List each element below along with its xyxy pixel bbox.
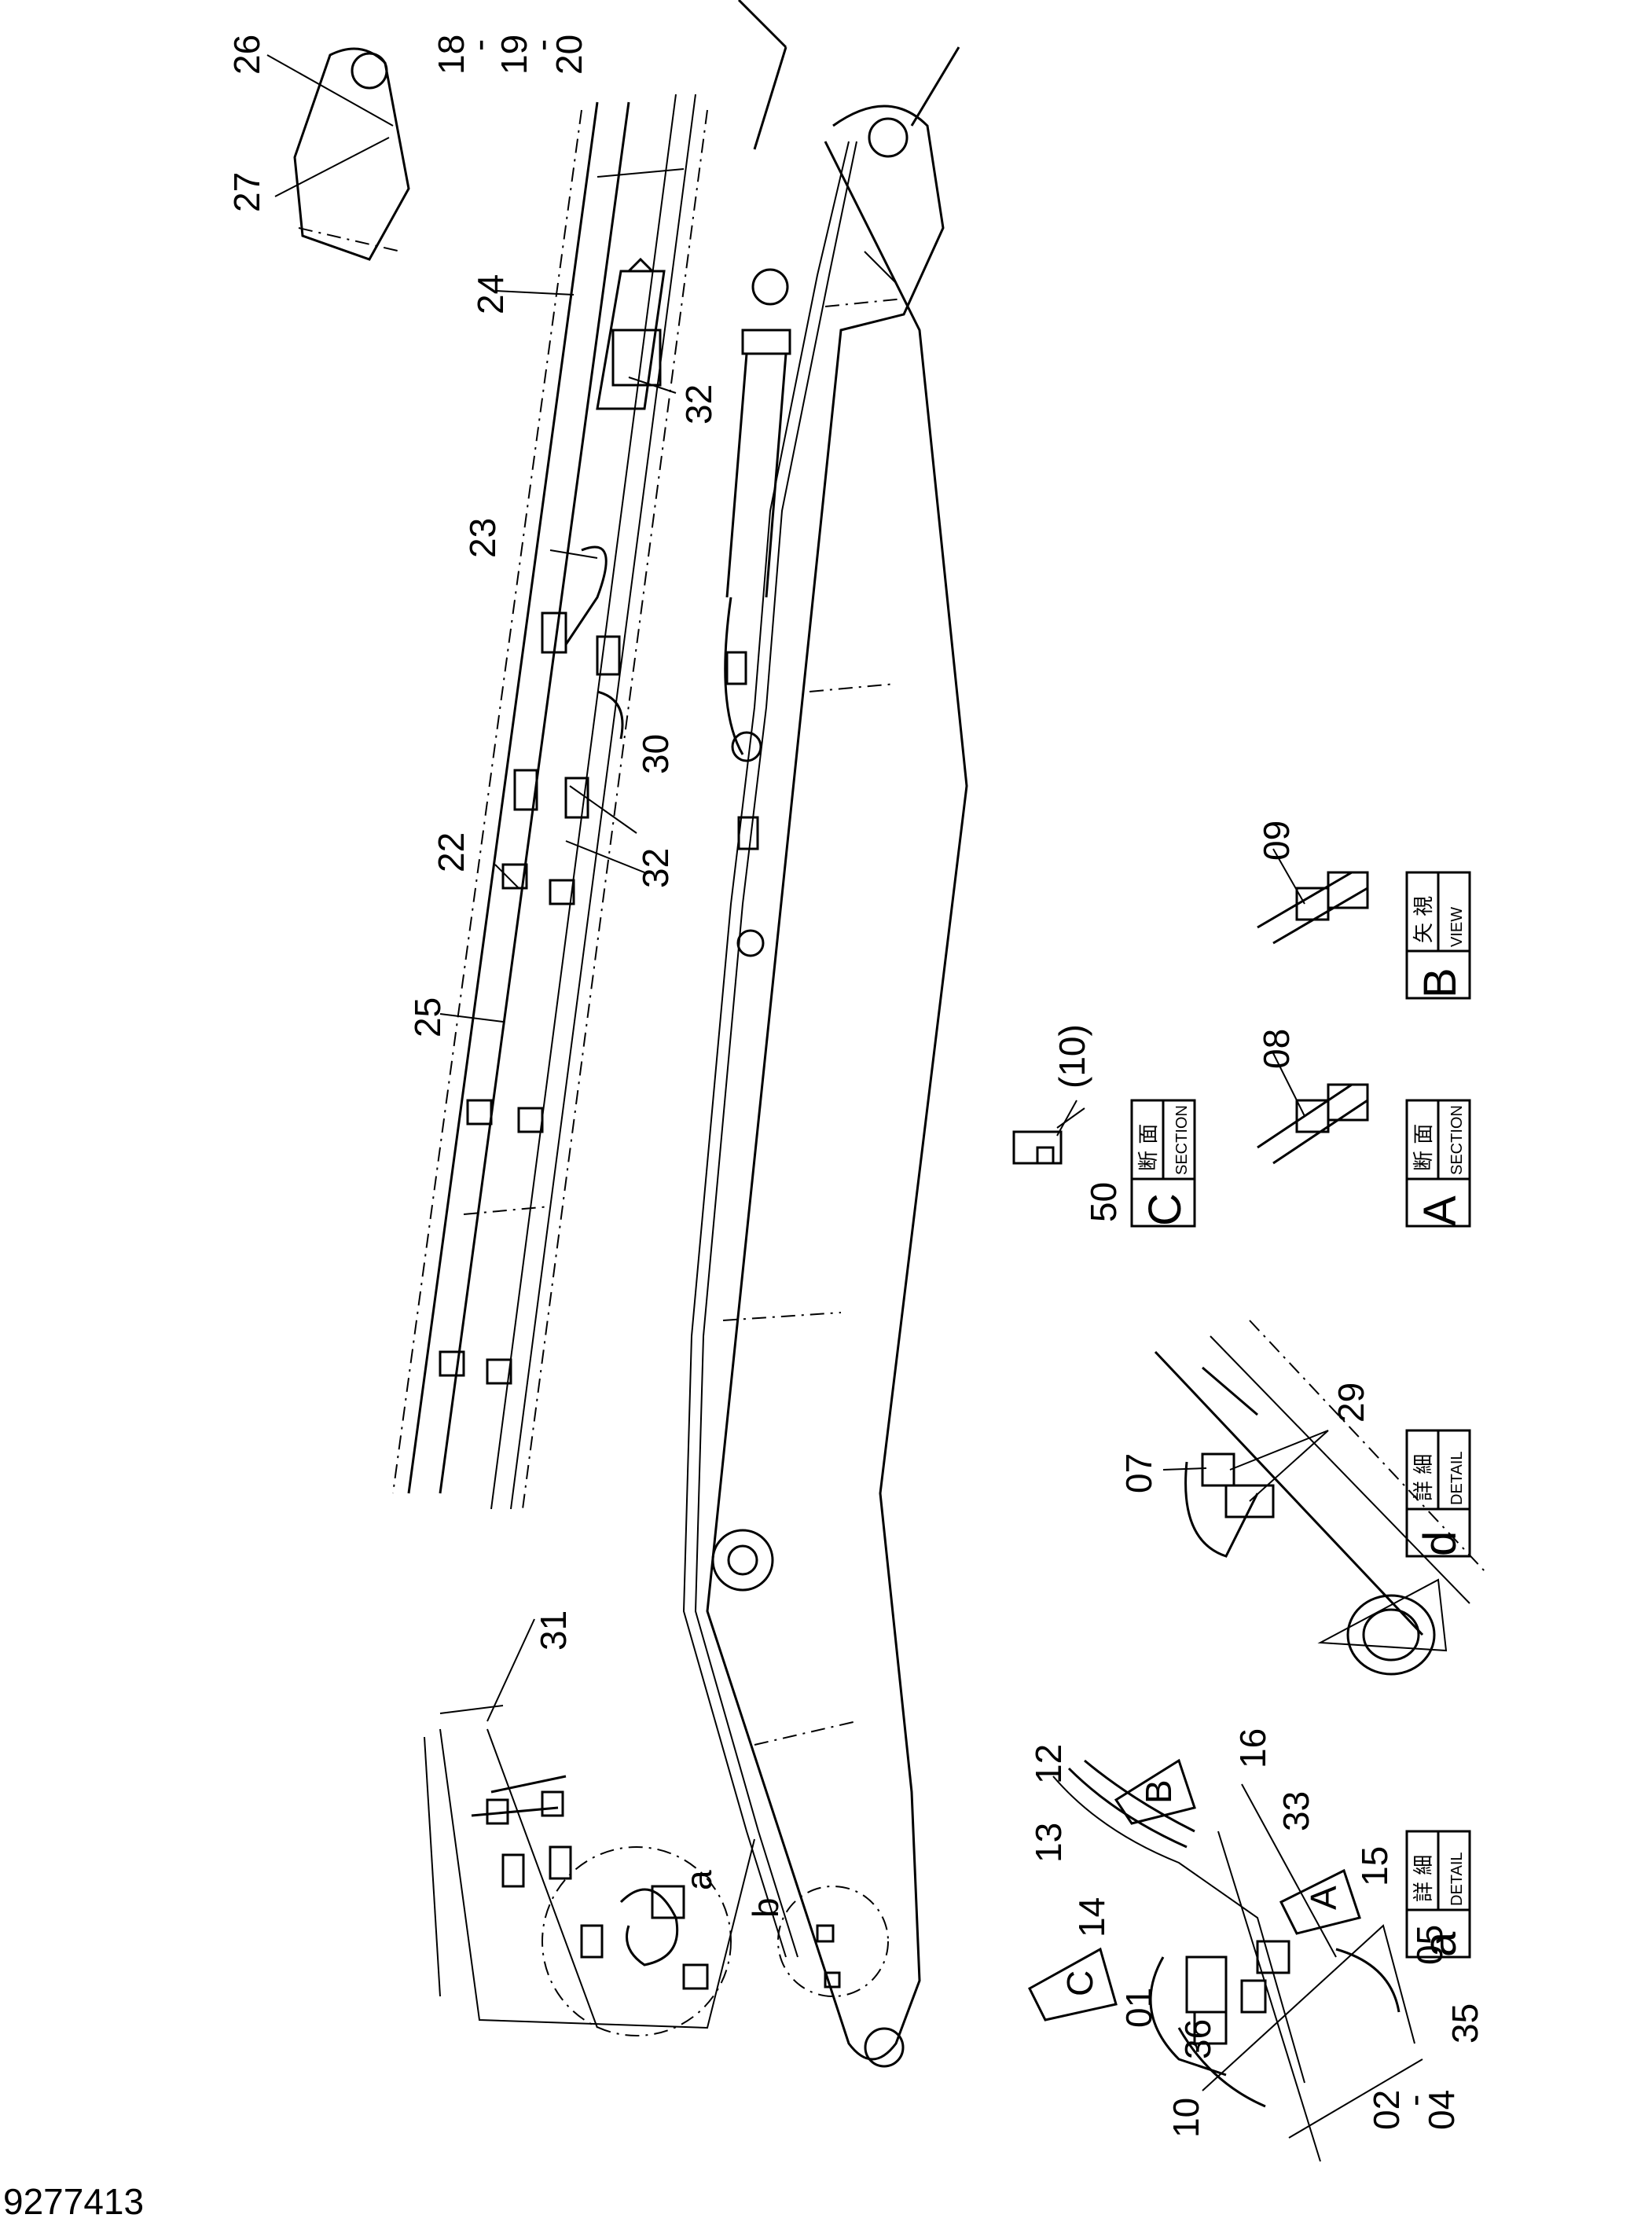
view-arrow-a: [1279, 1868, 1361, 1935]
view-box-detail-a: 詳 細 DETAIL a: [1405, 1830, 1471, 1959]
callout-dash-3: -: [1393, 2095, 1434, 2106]
callout-24: 24: [470, 274, 511, 314]
callout-27: 27: [226, 172, 267, 212]
svg-text:断 面: 断 面: [1412, 1124, 1436, 1171]
callout-14: 14: [1071, 1897, 1112, 1937]
callout-13: 13: [1028, 1823, 1069, 1863]
callout-16: 16: [1232, 1728, 1273, 1768]
callout-10-paren: (10): [1052, 1024, 1092, 1089]
svg-text:詳 細: 詳 細: [1412, 1855, 1436, 1902]
svg-text:B: B: [1415, 968, 1466, 998]
svg-text:A: A: [1415, 1195, 1466, 1226]
svg-text:C: C: [1140, 1193, 1191, 1226]
callout-31: 31: [533, 1610, 574, 1651]
callout-dash-1: -: [458, 39, 499, 51]
arm-assembly: [293, 47, 708, 1510]
callout-50: 50: [1083, 1182, 1124, 1222]
svg-text:DETAIL: DETAIL: [1448, 1852, 1466, 1906]
svg-text:DETAIL: DETAIL: [1448, 1451, 1466, 1505]
callout-30: 30: [635, 734, 676, 774]
detail-a-region: [424, 1705, 755, 2036]
callout-33: 33: [1276, 1791, 1316, 1831]
arrow-letter-c: C: [1059, 1970, 1100, 1996]
detail-d-view: [1154, 1320, 1486, 1676]
leader-lines: [266, 54, 1329, 1722]
callout-32-mid: 32: [635, 848, 676, 888]
callout-29: 29: [1331, 1383, 1371, 1423]
callout-35: 35: [1445, 2003, 1485, 2044]
section-a-view: [1257, 1083, 1369, 1165]
callout-20: 20: [549, 35, 589, 75]
arrow-letter-a: A: [1303, 1886, 1344, 1910]
callout-15: 15: [1354, 1846, 1395, 1886]
svg-text:SECTION: SECTION: [1173, 1105, 1191, 1175]
callout-32-top: 32: [678, 384, 719, 424]
callouts: 26 27 18 - 19 - 20 24 32 23 30 32 22 25 …: [226, 35, 1485, 2138]
svg-text:詳 細: 詳 細: [1412, 1454, 1436, 1501]
arrow-letter-b: B: [1138, 1779, 1179, 1804]
svg-text:VIEW: VIEW: [1448, 907, 1466, 947]
view-box-view-b: 矢 視 VIEW B: [1405, 871, 1471, 1000]
callout-b: b: [745, 1897, 786, 1918]
callout-22: 22: [431, 832, 472, 872]
callout-07: 07: [1118, 1453, 1159, 1493]
detail-a-view: [1052, 1759, 1423, 2162]
callout-23: 23: [462, 518, 503, 558]
view-box-section-a: 断 面 SECTION A: [1405, 1099, 1471, 1228]
callout-02: 02: [1366, 2090, 1407, 2130]
callout-19: 19: [494, 35, 534, 75]
callout-dash-2: -: [521, 39, 562, 51]
svg-text:SECTION: SECTION: [1448, 1105, 1466, 1175]
callout-12: 12: [1028, 1744, 1069, 1784]
document-number: 9277413: [3, 2181, 145, 2222]
callout-09: 09: [1256, 821, 1297, 861]
view-box-detail-d: 詳 細 DETAIL d: [1405, 1429, 1471, 1558]
view-arrow-c: [1028, 1947, 1118, 2022]
view-b-view: [1257, 871, 1369, 945]
svg-text:断 面: 断 面: [1137, 1124, 1161, 1171]
view-arrow-b: [1114, 1758, 1196, 1825]
boom-structure: [682, 0, 968, 2068]
svg-text:d: d: [1415, 1531, 1466, 1556]
callout-01: 01: [1118, 1988, 1159, 2028]
callout-25: 25: [407, 997, 448, 1037]
callout-08: 08: [1256, 1029, 1297, 1069]
callout-a: a: [678, 1870, 719, 1890]
view-box-section-c: 断 面 SECTION C: [1130, 1099, 1196, 1228]
callout-36: 36: [1177, 2019, 1218, 2059]
svg-text:矢 視: 矢 視: [1412, 896, 1436, 943]
svg-text:a: a: [1415, 1931, 1466, 1957]
callout-18: 18: [431, 35, 472, 75]
section-c-view: [1012, 1107, 1085, 1165]
callout-04: 04: [1421, 2090, 1462, 2130]
callout-26: 26: [226, 35, 267, 75]
callout-10: 10: [1166, 2098, 1206, 2138]
